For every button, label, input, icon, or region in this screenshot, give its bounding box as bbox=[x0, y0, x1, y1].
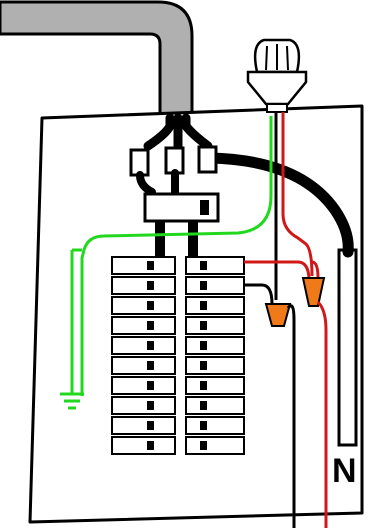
service-entrance-wires bbox=[143, 113, 213, 153]
breaker-slot bbox=[185, 316, 245, 335]
outgoing-red-wire bbox=[316, 300, 328, 528]
branch-black-wire bbox=[244, 283, 274, 305]
breaker-slot bbox=[185, 436, 245, 455]
main-lug-right bbox=[197, 145, 218, 174]
breaker-slot bbox=[111, 296, 176, 315]
breaker-slot bbox=[111, 336, 176, 355]
breaker-slot bbox=[111, 416, 176, 435]
service-conduit bbox=[0, 0, 194, 120]
light-fixture bbox=[246, 38, 308, 113]
lamp-hot-wire bbox=[281, 112, 314, 277]
ground-symbol bbox=[60, 378, 84, 410]
breaker-slot bbox=[185, 296, 245, 315]
breaker-slot bbox=[111, 316, 176, 335]
conduit-outline bbox=[0, 0, 194, 120]
breaker-slot bbox=[185, 396, 245, 415]
branch-hot-wire bbox=[244, 260, 311, 279]
breaker-slot bbox=[185, 416, 245, 435]
breaker-column-right bbox=[185, 256, 245, 455]
ground-wire bbox=[80, 116, 273, 396]
breaker-slot bbox=[111, 356, 176, 375]
breaker-slot bbox=[185, 336, 245, 355]
breaker-slot bbox=[185, 276, 245, 295]
lug-to-main-wires bbox=[136, 169, 179, 198]
wire-nut-right bbox=[301, 277, 326, 307]
breaker-slot bbox=[111, 256, 176, 275]
breaker-slot bbox=[185, 356, 245, 375]
breaker-slot bbox=[111, 276, 176, 295]
service-neutral-wire bbox=[204, 152, 354, 258]
wire-nut-left bbox=[264, 303, 292, 327]
breaker-slot bbox=[111, 396, 176, 415]
breaker-slot bbox=[185, 376, 245, 395]
breaker-column-left bbox=[111, 256, 176, 455]
neutral-bar bbox=[337, 248, 358, 447]
main-breaker bbox=[143, 192, 220, 223]
lamp-socket bbox=[246, 70, 308, 106]
breaker-slot bbox=[111, 436, 176, 455]
bus-bars bbox=[155, 221, 198, 257]
outgoing-black-wire bbox=[286, 304, 296, 528]
main-breaker-handle bbox=[200, 200, 209, 215]
breaker-slot bbox=[185, 256, 245, 275]
neutral-label: N bbox=[332, 452, 357, 490]
breaker-slot bbox=[111, 376, 176, 395]
